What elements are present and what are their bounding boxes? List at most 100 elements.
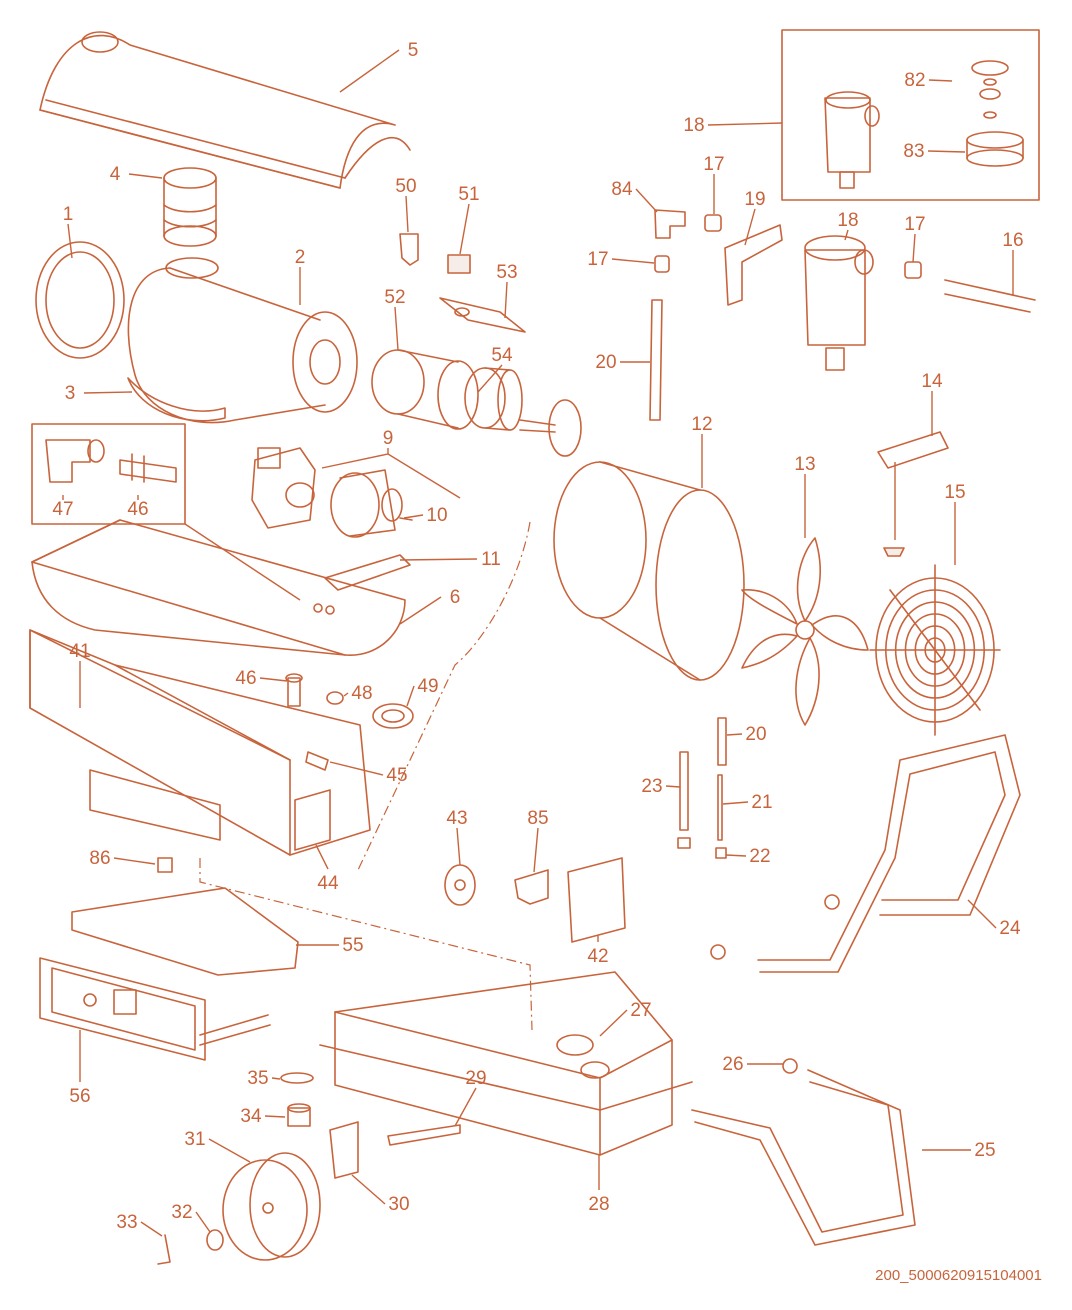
callout-leader-4 — [128, 173, 163, 179]
callout-label-3: 3 — [65, 383, 76, 404]
callout-leader-48 — [343, 692, 349, 697]
elbow-fittings-box — [31, 423, 186, 525]
callout-label-14: 14 — [921, 371, 943, 392]
callout-label-2: 2 — [295, 247, 306, 268]
callout-leader-22 — [725, 854, 747, 857]
callout-label-47: 47 — [52, 499, 73, 520]
callout-label-35: 35 — [247, 1068, 268, 1089]
callout-leader-19 — [744, 208, 756, 246]
callout-leader-86 — [113, 857, 156, 865]
small-rods-part — [677, 717, 727, 859]
wheel-parts — [157, 1072, 359, 1265]
callout-leader-27 — [599, 1009, 628, 1037]
burner-head-part — [371, 349, 582, 457]
callout-leader-30 — [351, 1174, 386, 1205]
callout-label-20: 20 — [745, 724, 766, 745]
callout-leader-53 — [504, 281, 508, 319]
callout-label-24: 24 — [999, 918, 1021, 939]
callout-leader-43 — [456, 827, 461, 866]
callout-leader-52 — [394, 306, 399, 351]
callout-leader-18 — [707, 122, 783, 126]
fuel-tank-part — [319, 971, 693, 1156]
callout-leader-29 — [454, 1087, 477, 1127]
small-brackets-part — [399, 233, 526, 333]
callout-label-86: 86 — [89, 848, 110, 869]
handles-part — [691, 734, 1021, 1246]
callout-label-34: 34 — [240, 1106, 262, 1127]
callout-label-17: 17 — [703, 154, 724, 175]
top-shroud-part — [39, 31, 411, 189]
callout-leader-23 — [665, 785, 681, 788]
callout-label-45: 45 — [386, 765, 407, 786]
fittings-part — [285, 673, 414, 771]
callout-label-5: 5 — [408, 40, 419, 61]
callout-label-30: 30 — [388, 1194, 409, 1215]
fan-blade-part — [741, 537, 869, 726]
callout-label-1: 1 — [63, 204, 74, 225]
callout-leader-83 — [927, 150, 966, 153]
guard-clip-part — [877, 431, 949, 557]
fuel-filter-box — [781, 29, 1040, 201]
callout-leader-32 — [195, 1211, 211, 1233]
callout-label-22: 22 — [749, 846, 770, 867]
callout-label-85: 85 — [527, 808, 548, 829]
callout-label-55: 55 — [342, 935, 363, 956]
callout-leader-50 — [405, 195, 409, 233]
callout-leader-51 — [459, 203, 470, 255]
callout-leader-45 — [329, 761, 384, 776]
fan-housing-part — [553, 461, 745, 681]
callout-leader-54 — [477, 364, 503, 393]
callout-label-28: 28 — [588, 1194, 609, 1215]
callout-label-4: 4 — [110, 164, 121, 185]
callout-label-17: 17 — [587, 249, 608, 270]
bracket-part — [324, 554, 411, 591]
callout-label-49: 49 — [417, 676, 438, 697]
callout-label-20: 20 — [595, 352, 616, 373]
callout-label-25: 25 — [974, 1140, 995, 1161]
callout-label-83: 83 — [903, 141, 924, 162]
callout-label-29: 29 — [465, 1068, 486, 1089]
callout-leader-35 — [271, 1077, 281, 1080]
callout-label-82: 82 — [904, 70, 925, 91]
callout-label-23: 23 — [641, 776, 662, 797]
callout-label-33: 33 — [116, 1212, 137, 1233]
callout-label-52: 52 — [384, 287, 405, 308]
callout-leader-6 — [399, 596, 442, 625]
callout-label-19: 19 — [744, 189, 765, 210]
callout-label-13: 13 — [794, 454, 815, 475]
callout-leader-84 — [635, 188, 658, 213]
callout-leader-34 — [264, 1115, 286, 1118]
callout-leader-11 — [399, 558, 478, 561]
front-ring-part — [35, 241, 125, 359]
callout-leader-20 — [726, 733, 743, 736]
callout-label-31: 31 — [184, 1129, 205, 1150]
callout-leader-85 — [533, 827, 539, 873]
callout-leader-24 — [967, 899, 997, 929]
callout-leader-82 — [928, 79, 953, 82]
callout-label-17: 17 — [904, 214, 925, 235]
frame-part — [29, 629, 371, 856]
callout-label-51: 51 — [458, 184, 479, 205]
callout-leader-3 — [83, 391, 133, 394]
callout-label-41: 41 — [69, 641, 90, 662]
callout-label-43: 43 — [446, 808, 467, 829]
callout-leader-33 — [140, 1221, 163, 1237]
callout-leader-10 — [403, 514, 424, 519]
callout-label-16: 16 — [1002, 230, 1023, 251]
callout-label-12: 12 — [691, 414, 712, 435]
callout-label-18: 18 — [683, 115, 704, 136]
part-drawings — [29, 29, 1040, 1265]
callout-label-10: 10 — [426, 505, 447, 526]
callout-label-32: 32 — [171, 1202, 192, 1223]
callout-label-48: 48 — [351, 683, 372, 704]
bottom-shroud-part — [31, 519, 406, 656]
callout-leader-44 — [315, 844, 329, 870]
callout-leader-21 — [722, 801, 749, 805]
leader-lines — [62, 49, 1014, 1237]
callout-label-27: 27 — [630, 1000, 651, 1021]
callout-label-42: 42 — [587, 946, 608, 967]
fan-guard-part — [869, 564, 1001, 736]
control-parts — [157, 857, 626, 943]
callout-label-50: 50 — [395, 176, 416, 197]
